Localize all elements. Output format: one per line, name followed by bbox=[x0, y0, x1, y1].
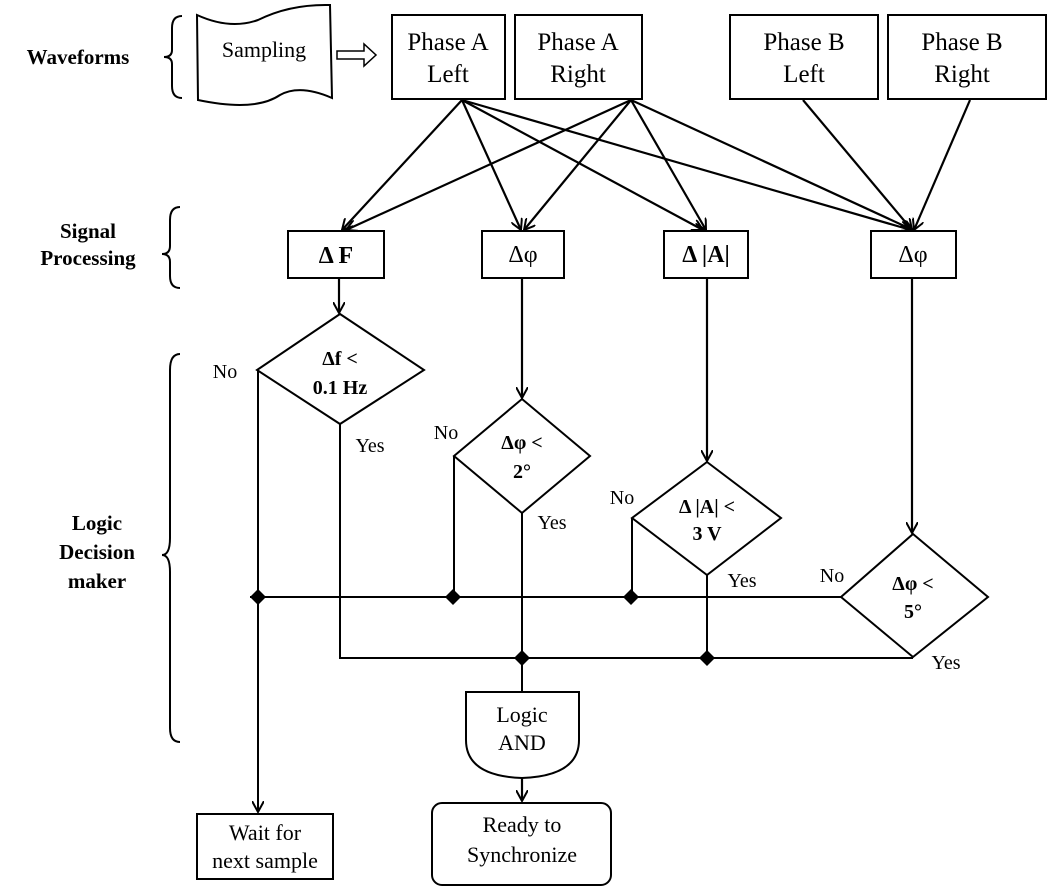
svg-text:Logic: Logic bbox=[496, 702, 548, 727]
signal-box-delta-phi-a: Δφ bbox=[481, 230, 565, 279]
svg-text:Phase B: Phase B bbox=[921, 29, 1002, 56]
decision-freq-check: Δf < 0.1 Hz No Yes bbox=[213, 312, 426, 457]
svg-text:next sample: next sample bbox=[212, 848, 318, 873]
no-label: No bbox=[610, 487, 634, 509]
svg-text:Δφ <: Δφ < bbox=[501, 432, 542, 454]
brace-logic-decision bbox=[161, 353, 181, 743]
junction-dot bbox=[514, 650, 530, 666]
svg-text:Δ |A| <: Δ |A| < bbox=[679, 496, 735, 518]
decision-amplitude-check: Δ |A| < 3 V No Yes bbox=[610, 460, 783, 592]
section-label-signal: Signal bbox=[60, 219, 116, 243]
output-ready-box: Ready to Synchronize bbox=[431, 802, 612, 886]
no-label: No bbox=[213, 361, 237, 383]
svg-text:AND: AND bbox=[498, 730, 546, 755]
phase-box-b-left: Phase B Left bbox=[729, 14, 879, 100]
decision-phase-ab-check: Δφ < 5° No Yes bbox=[820, 532, 990, 674]
sampling-shape bbox=[195, 3, 334, 106]
phase-to-signal-arrows bbox=[342, 98, 972, 230]
arrow-aright-damp bbox=[630, 99, 706, 230]
signal-to-decision-arrows bbox=[339, 278, 912, 533]
hollow-arrow-icon bbox=[336, 42, 378, 68]
logic-and-gate: Logic AND bbox=[465, 691, 580, 780]
no-label: No bbox=[820, 565, 844, 587]
svg-text:Phase A: Phase A bbox=[537, 29, 618, 56]
svg-text:3 V: 3 V bbox=[692, 523, 722, 545]
signal-box-delta-f: Δ F bbox=[287, 230, 385, 279]
svg-text:Left: Left bbox=[783, 61, 825, 88]
svg-text:Wait for: Wait for bbox=[229, 820, 302, 845]
section-label-processing: Processing bbox=[40, 246, 136, 270]
junction-dot bbox=[623, 589, 639, 605]
svg-text:Ready to: Ready to bbox=[483, 812, 562, 837]
arrow-aleft-dphi-ab bbox=[461, 98, 911, 230]
svg-text:2°: 2° bbox=[513, 461, 531, 483]
junction-dots bbox=[250, 589, 715, 666]
svg-text:Δφ: Δφ bbox=[898, 242, 927, 268]
svg-text:Δφ: Δφ bbox=[508, 242, 537, 268]
phase-box-a-right: Phase A Right bbox=[514, 14, 643, 100]
junction-dot bbox=[445, 589, 461, 605]
junction-dot bbox=[250, 589, 266, 605]
phase-box-b-right: Phase B Right bbox=[887, 14, 1047, 100]
signal-box-delta-amplitude: Δ |A| bbox=[663, 230, 749, 279]
decision-phase-check: Δφ < 2° No Yes bbox=[434, 397, 592, 534]
svg-text:5°: 5° bbox=[904, 601, 922, 623]
output-wait-box: Wait for next sample bbox=[196, 813, 334, 880]
junction-dot bbox=[699, 650, 715, 666]
yes-label: Yes bbox=[355, 435, 384, 457]
phase-box-a-left: Phase A Left bbox=[391, 14, 506, 100]
sampling-label: Sampling bbox=[222, 37, 306, 62]
arrow-aright-dphi-ab bbox=[630, 99, 913, 230]
svg-text:Δ F: Δ F bbox=[319, 243, 353, 269]
svg-text:Synchronize: Synchronize bbox=[467, 842, 577, 867]
arrow-aleft-damp bbox=[461, 99, 703, 230]
arrow-aleft-deltaf bbox=[342, 99, 463, 230]
svg-text:Δ |A|: Δ |A| bbox=[682, 242, 730, 268]
section-label-waveforms: Waveforms bbox=[27, 45, 130, 69]
section-label-logic: Logic bbox=[72, 511, 122, 535]
yes-label: Yes bbox=[537, 512, 566, 534]
arrow-bright-dphi-ab bbox=[914, 99, 972, 230]
yes-label: Yes bbox=[931, 652, 960, 674]
section-label-decision: Decision bbox=[59, 540, 135, 564]
section-label-maker: maker bbox=[68, 569, 126, 593]
yes-connectors bbox=[339, 424, 913, 692]
svg-text:Right: Right bbox=[550, 61, 606, 88]
no-label: No bbox=[434, 422, 458, 444]
brace-waveforms bbox=[163, 15, 183, 99]
signal-box-delta-phi-ab: Δφ bbox=[870, 230, 957, 279]
svg-text:Left: Left bbox=[427, 61, 469, 88]
svg-text:Right: Right bbox=[934, 61, 990, 88]
yes-label: Yes bbox=[727, 570, 756, 592]
arrow-aleft-dphi bbox=[460, 99, 521, 230]
svg-text:Phase B: Phase B bbox=[763, 29, 844, 56]
arrow-aright-deltaf bbox=[346, 98, 632, 230]
svg-text:Phase A: Phase A bbox=[407, 29, 488, 56]
svg-text:Δφ <: Δφ < bbox=[892, 573, 933, 595]
svg-text:0.1 Hz: 0.1 Hz bbox=[313, 377, 368, 399]
svg-text:Δf <: Δf < bbox=[322, 348, 358, 370]
arrow-aright-dphi bbox=[524, 99, 632, 230]
arrow-bleft-dphi-ab bbox=[802, 99, 912, 230]
brace-signal-processing bbox=[161, 206, 181, 289]
